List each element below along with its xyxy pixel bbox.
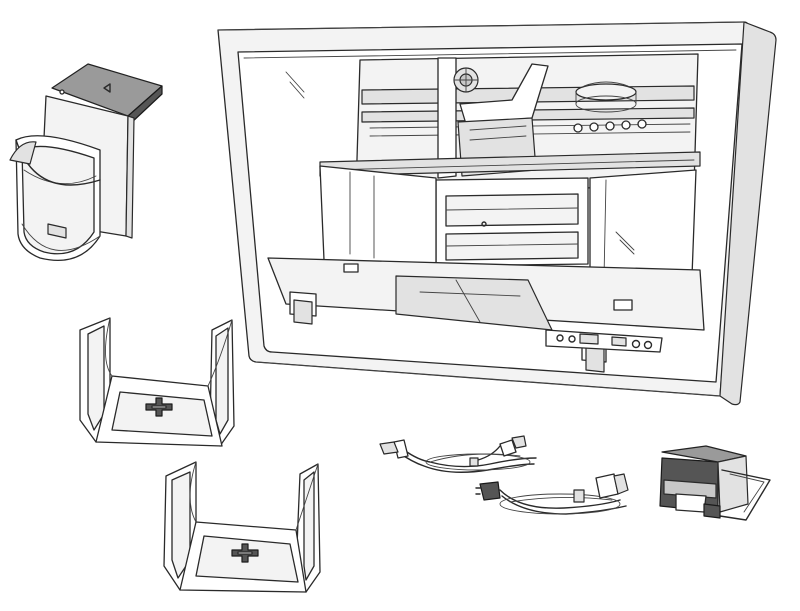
left-hinge — [289, 291, 317, 325]
optical-drive-tray — [435, 177, 589, 267]
output-bin-holder — [9, 63, 163, 262]
alignment-cross — [231, 543, 259, 563]
bolt-row — [573, 119, 647, 133]
control-panel — [545, 329, 663, 353]
disc-publisher — [217, 21, 777, 406]
disc-input-bin-2 — [163, 461, 321, 593]
picker-knob — [453, 67, 479, 93]
power-cord — [475, 473, 629, 515]
ribbon-spool — [575, 81, 637, 113]
disc-input-bin-1 — [79, 317, 235, 447]
alignment-cross — [145, 397, 173, 417]
usb-cable — [379, 435, 537, 473]
ink-cartridge — [659, 445, 771, 521]
